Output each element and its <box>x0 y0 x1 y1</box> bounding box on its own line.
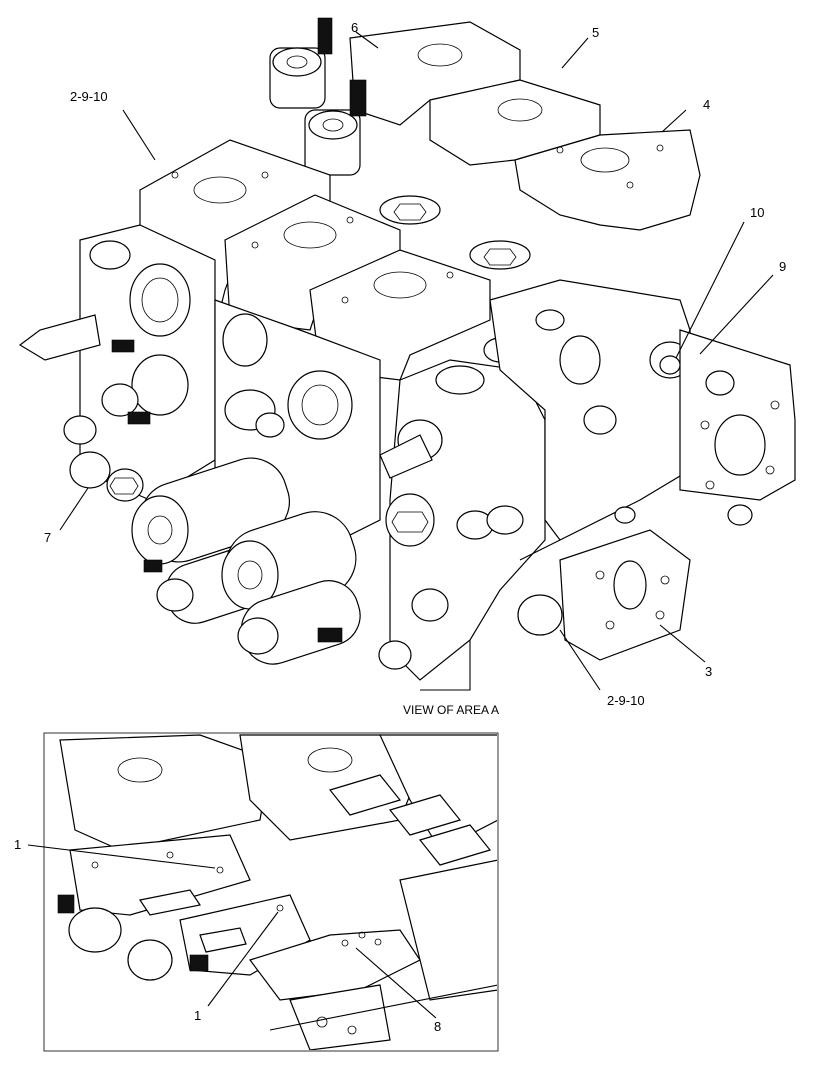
inset-leaders <box>27 844 437 1019</box>
inset-frame <box>43 732 499 1052</box>
callout-10: 10 <box>750 205 764 220</box>
callout-4: 4 <box>703 97 710 112</box>
callout-2-9-10-bottom: 2-9-10 <box>607 693 645 708</box>
inset-callouts: 1 1 8 <box>14 837 441 1034</box>
callout-8: 8 <box>434 1019 441 1034</box>
valve-block-4 <box>514 129 701 231</box>
main-view-callouts: 2-9-10 6 5 4 10 9 7 3 2-9-10 <box>44 20 786 708</box>
callout-3: 3 <box>705 664 712 679</box>
callout-6: 6 <box>351 20 358 35</box>
callout-9: 9 <box>779 259 786 274</box>
callout-7: 7 <box>44 530 51 545</box>
area-a-inset <box>43 732 499 1052</box>
main-view-leaders <box>59 31 774 691</box>
callout-2-9-10-top: 2-9-10 <box>70 89 108 104</box>
view-caption: VIEW OF AREA A <box>403 703 499 717</box>
callout-1-upper: 1 <box>14 837 21 852</box>
main-valve-view <box>18 17 796 691</box>
callout-1-lower: 1 <box>194 1008 201 1023</box>
callout-5: 5 <box>592 25 599 40</box>
